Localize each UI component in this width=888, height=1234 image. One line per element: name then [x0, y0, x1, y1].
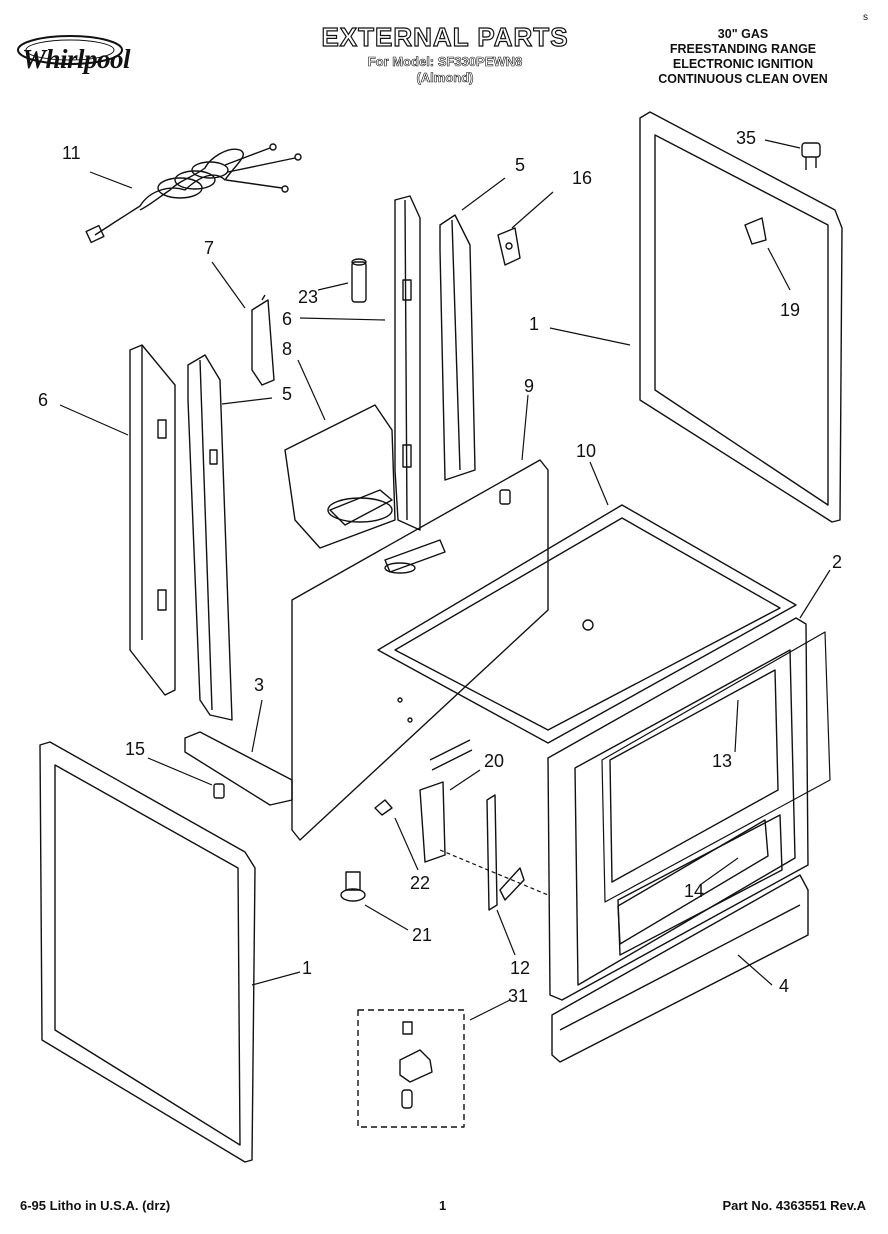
callout-19: 19 [780, 300, 801, 320]
page-title: EXTERNAL PARTS [321, 21, 569, 52]
color-line: (Almond) [416, 70, 474, 86]
left-side-rail-part [129, 344, 176, 696]
kick-panel-part [551, 874, 809, 1063]
rear-side-rail-part [394, 195, 421, 531]
spec-line-3: ELECTRONIC IGNITION [672, 57, 814, 71]
callout-23: 23 [298, 287, 319, 307]
page-number: 1 [439, 1198, 447, 1213]
power-cord-part [85, 143, 302, 244]
callout-2: 2 [832, 552, 843, 572]
bracket-part [251, 294, 275, 386]
callout-35: 35 [736, 128, 757, 148]
rear-channel-part [439, 214, 476, 481]
callout-31: 31 [508, 986, 529, 1006]
spec-line-1: 30" GAS [717, 27, 769, 41]
callout-22: 22 [410, 873, 431, 893]
oven-gasket-part [601, 631, 831, 903]
callout-6-rear: 6 [282, 309, 293, 329]
left-side-panel-part [39, 741, 256, 1163]
toe-bracket-part [184, 731, 293, 806]
lower-gasket-part [617, 819, 769, 945]
callout-20: 20 [484, 751, 505, 771]
parts-kit-box [357, 1009, 465, 1128]
spacer-part [351, 258, 367, 303]
litho-note: 6-95 Litho in U.S.A. (drz) [20, 1198, 171, 1213]
callout-1-left: 1 [302, 958, 313, 978]
callout-10: 10 [576, 441, 597, 461]
callout-21: 21 [412, 925, 433, 945]
leader-arrows [59, 139, 831, 1021]
spec-line-4: CONTINUOUS CLEAN OVEN [658, 72, 828, 86]
brand-name: Whirlpool [22, 44, 131, 74]
callout-8: 8 [282, 339, 293, 359]
callout-5-left: 5 [282, 384, 293, 404]
logo-swoosh-icon [17, 35, 123, 65]
callout-5-rear: 5 [515, 155, 526, 175]
rear-panel-part [291, 459, 549, 841]
callout-13: 13 [712, 751, 733, 771]
left-channel-part [187, 354, 233, 721]
callout-9: 9 [524, 376, 535, 396]
callout-6-left: 6 [38, 390, 49, 410]
callout-12: 12 [510, 958, 531, 978]
clip-small-part [374, 799, 393, 816]
callout-16: 16 [572, 168, 593, 188]
spec-line-2: FREESTANDING RANGE [669, 42, 817, 56]
callout-15: 15 [125, 739, 146, 759]
vent-plate-part [419, 781, 446, 863]
hinge-receptacle-part [486, 794, 525, 911]
model-line: For Model: SF330PEWN8 [367, 54, 523, 70]
callout-3: 3 [254, 675, 265, 695]
part-number: Part No. 4363551 Rev.A [722, 1198, 866, 1213]
front-frame-part [547, 617, 809, 1001]
model-info: For Model: SF330PEWN8 (Almond) [300, 54, 590, 86]
whirlpool-logo [12, 28, 177, 78]
corner-mark: s [863, 12, 868, 23]
product-spec: 30" GAS FREESTANDING RANGE ELECTRONIC IG… [628, 27, 858, 87]
retainer-part [744, 217, 767, 245]
callout-1-right: 1 [529, 314, 540, 334]
callout-7: 7 [204, 238, 215, 258]
vent-duct-part [284, 404, 396, 549]
right-side-panel-part [639, 111, 843, 523]
leveling-leg-part [340, 871, 366, 902]
callout-11: 11 [62, 143, 81, 163]
callout-4: 4 [779, 976, 790, 996]
clip-part [497, 227, 521, 266]
screw-part [801, 142, 821, 170]
callout-14: 14 [684, 881, 705, 901]
side-panel-screw-part [213, 783, 225, 799]
top-panel-part [377, 504, 797, 744]
